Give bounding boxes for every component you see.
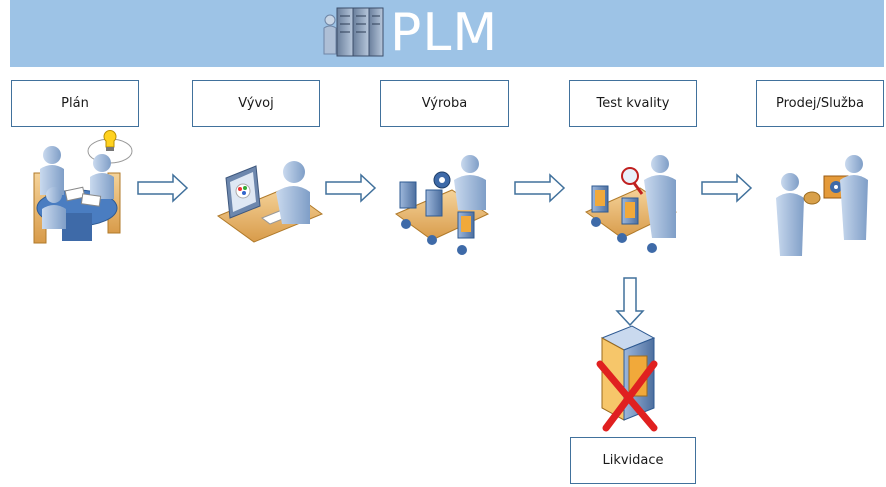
flow-arrow-down [615, 277, 645, 327]
flow-arrow-right [325, 173, 377, 203]
stage-label: Výroba [421, 96, 468, 111]
stage-box-vyvoj: Vývoj [192, 80, 320, 127]
stage-label: Likvidace [602, 453, 664, 468]
page-title: PLM [390, 3, 499, 63]
flow-arrow-right [701, 173, 753, 203]
production-line-icon [392, 154, 492, 258]
stage-label: Test kvality [596, 96, 670, 111]
flow-arrow-right [137, 173, 189, 203]
stage-label: Prodej/Služba [775, 96, 864, 111]
quality-inspection-icon [582, 154, 682, 258]
stage-box-vyroba: Výroba [380, 80, 509, 127]
designer-computer-icon [216, 158, 324, 244]
stage-box-plan: Plán [11, 80, 139, 127]
reject-cross-icon [596, 360, 658, 432]
discarded-box-icon [596, 324, 662, 432]
stage-label: Vývoj [238, 96, 274, 111]
stage-label: Plán [61, 96, 89, 111]
stage-box-test-kvality: Test kvality [569, 80, 697, 127]
server-rack-person-icon [323, 4, 385, 62]
stage-box-prodej-sluzba: Prodej/Služba [756, 80, 884, 127]
header-banner [10, 0, 884, 67]
meeting-idea-icon [22, 130, 133, 258]
sales-handover-icon [772, 154, 872, 260]
stage-box-likvidace: Likvidace [570, 437, 696, 484]
flow-arrow-right [514, 173, 566, 203]
